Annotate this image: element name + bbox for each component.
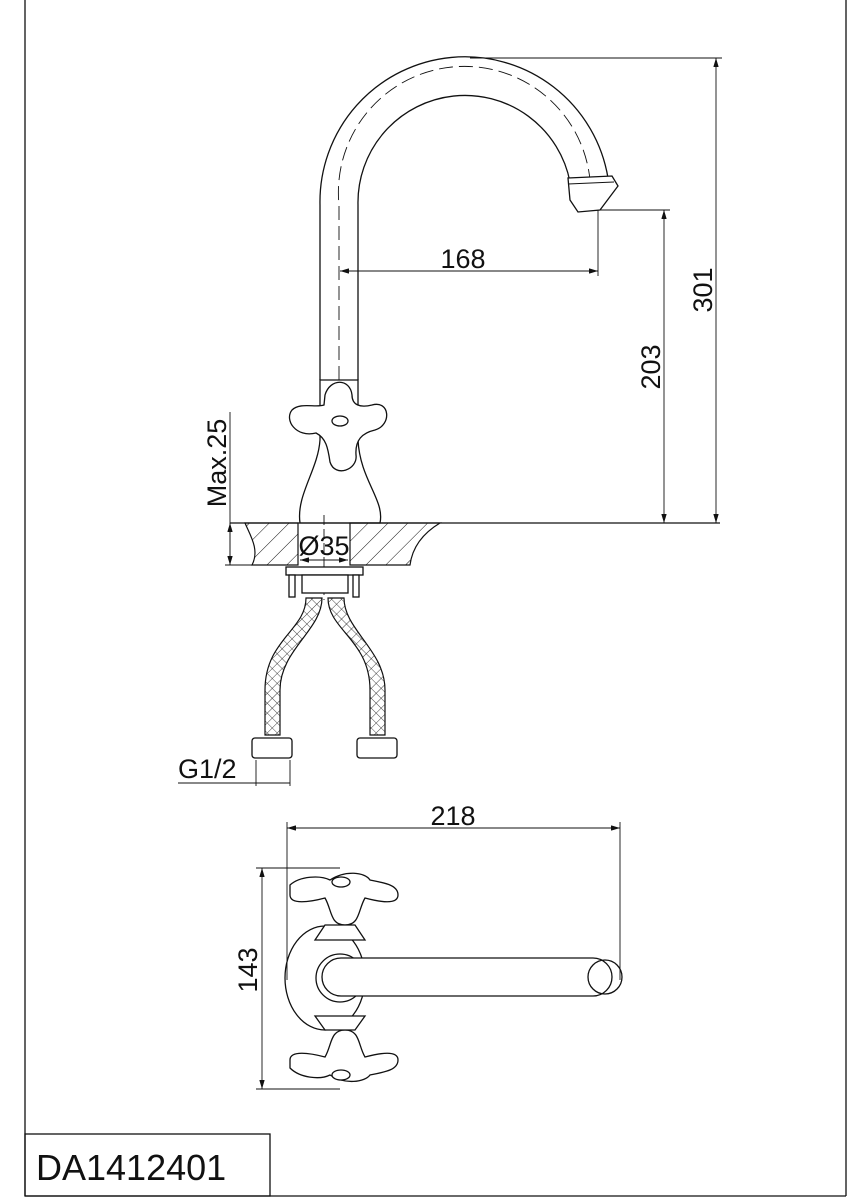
dim-spout-reach: 168 [440,244,485,274]
dim-thread: G1/2 [178,754,237,784]
faucet-side-view [230,56,720,759]
dimension-lines [178,57,722,786]
spout-nozzle [567,175,619,213]
top-view-dimensions [256,822,621,1090]
dim-top-width: 218 [430,801,475,831]
faucet-top-view [284,872,623,1083]
dim-top-depth: 143 [233,947,263,992]
hose-left [264,597,323,736]
dim-max-thickness: Max.25 [202,419,232,508]
drawing-frame [24,0,847,1197]
title-block [24,1133,271,1197]
handle-top [289,872,399,926]
dim-total-height: 301 [688,267,718,312]
model-code: DA1412401 [36,1147,226,1188]
dim-hole-diameter: Ø35 [298,531,349,561]
hose-right [327,597,386,736]
dim-spout-height: 203 [636,344,666,389]
